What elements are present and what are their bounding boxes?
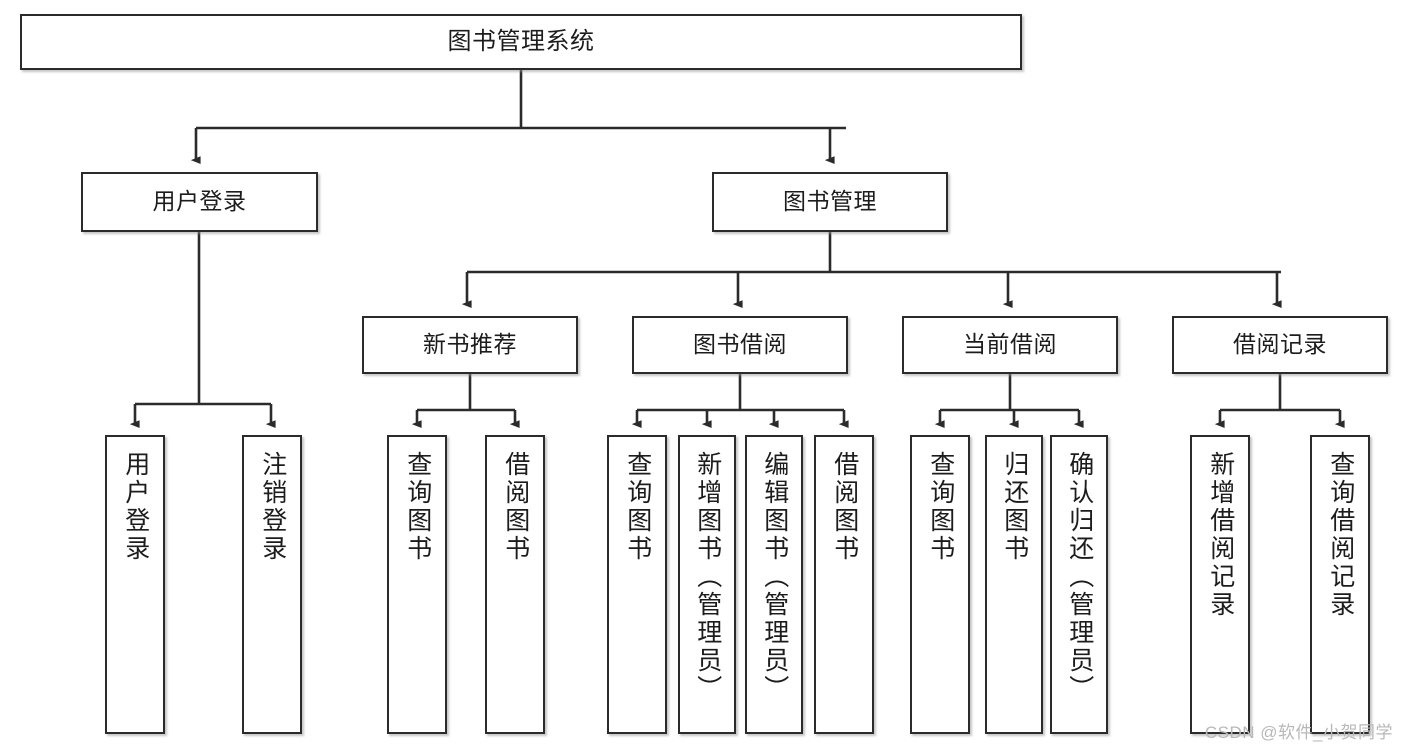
node-leaf-query-book-2[interactable]: 查询图书 xyxy=(607,435,667,734)
node-leaf-query-book-3[interactable]: 查询图书 xyxy=(910,435,970,734)
node-leaf-add-borrow-record-label: 新增借阅记录 xyxy=(1206,451,1235,619)
node-leaf-query-book-3-label: 查询图书 xyxy=(926,451,955,563)
node-leaf-query-book-1[interactable]: 查询图书 xyxy=(387,435,447,734)
node-leaf-borrow-book-2[interactable]: 借阅图书 xyxy=(814,435,874,734)
node-leaf-user-login[interactable]: 用户登录 xyxy=(105,435,165,734)
node-book-borrow[interactable]: 图书借阅 xyxy=(632,316,848,374)
node-current-borrow[interactable]: 当前借阅 xyxy=(902,316,1118,374)
node-leaf-query-book-2-label: 查询图书 xyxy=(623,451,652,563)
node-leaf-edit-book[interactable]: 编辑图书（管理员） xyxy=(745,435,803,734)
node-user-login[interactable]: 用户登录 xyxy=(81,172,318,232)
node-leaf-return-book-label: 归还图书 xyxy=(1000,451,1029,563)
node-new-book-recommend[interactable]: 新书推荐 xyxy=(362,316,578,374)
node-book-manage-label: 图书管理 xyxy=(783,188,877,215)
node-leaf-borrow-book-1[interactable]: 借阅图书 xyxy=(485,435,545,734)
node-leaf-add-borrow-record[interactable]: 新增借阅记录 xyxy=(1190,435,1250,734)
node-borrow-record[interactable]: 借阅记录 xyxy=(1172,316,1388,374)
node-current-borrow-label: 当前借阅 xyxy=(963,331,1057,358)
node-new-book-recommend-label: 新书推荐 xyxy=(423,331,517,358)
node-leaf-add-book-label: 新增图书（管理员） xyxy=(693,451,722,703)
node-leaf-return-book[interactable]: 归还图书 xyxy=(985,435,1043,734)
node-leaf-confirm-return[interactable]: 确认归还（管理员） xyxy=(1050,435,1108,734)
node-leaf-query-borrow-record[interactable]: 查询借阅记录 xyxy=(1310,435,1370,734)
csdn-watermark: CSDN @软件_小贺同学 xyxy=(1204,723,1393,742)
node-leaf-user-login-label: 用户登录 xyxy=(121,451,150,563)
node-leaf-borrow-book-1-label: 借阅图书 xyxy=(501,451,530,563)
node-leaf-borrow-book-2-label: 借阅图书 xyxy=(830,451,859,563)
node-leaf-query-borrow-record-label: 查询借阅记录 xyxy=(1326,451,1355,619)
node-leaf-add-book[interactable]: 新增图书（管理员） xyxy=(678,435,736,734)
node-leaf-confirm-return-label: 确认归还（管理员） xyxy=(1065,451,1094,703)
node-root[interactable]: 图书管理系统 xyxy=(20,14,1022,70)
node-book-manage[interactable]: 图书管理 xyxy=(712,172,948,232)
node-user-login-label: 用户登录 xyxy=(152,188,247,215)
node-leaf-query-book-1-label: 查询图书 xyxy=(403,451,432,563)
node-leaf-edit-book-label: 编辑图书（管理员） xyxy=(760,451,789,703)
node-leaf-user-logout-label: 注销登录 xyxy=(258,451,287,563)
node-borrow-record-label: 借阅记录 xyxy=(1233,331,1327,358)
node-leaf-user-logout[interactable]: 注销登录 xyxy=(242,435,302,734)
node-book-borrow-label: 图书借阅 xyxy=(693,331,787,358)
node-root-label: 图书管理系统 xyxy=(447,27,595,55)
